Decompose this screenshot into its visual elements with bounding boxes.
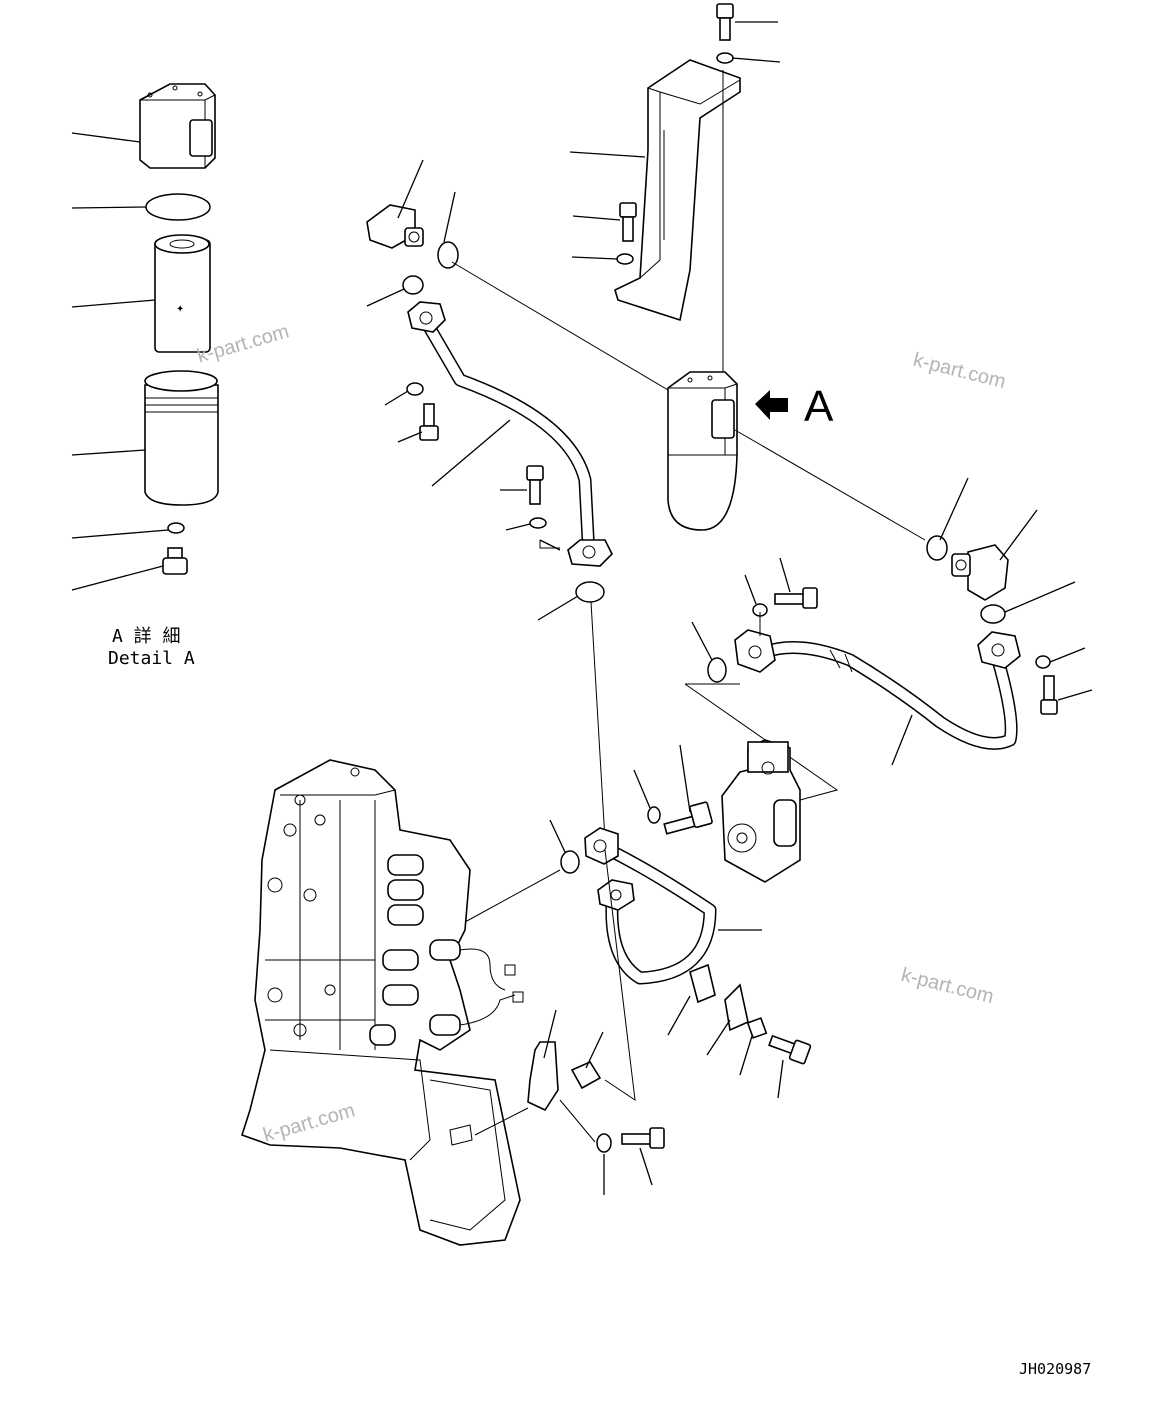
pipe-bolt bbox=[419, 403, 439, 441]
drain-plug bbox=[162, 547, 188, 575]
filter-bracket-assembly bbox=[569, 3, 788, 531]
upper-pipe-assembly bbox=[366, 159, 669, 841]
lower-pipe-flange bbox=[584, 827, 619, 865]
filter-case bbox=[144, 370, 219, 506]
lower-pipe-flange-2 bbox=[597, 879, 635, 911]
right-pipe-assembly bbox=[684, 429, 1093, 801]
right-bolt-2 bbox=[1040, 675, 1058, 715]
lower-pipe-assembly bbox=[464, 744, 812, 1195]
detail-a-label-jp: A 詳 細 bbox=[112, 626, 181, 647]
detail-a-exploded-filter: ✦ bbox=[71, 83, 219, 591]
bottom-washer bbox=[596, 1133, 612, 1153]
bracket-bolt bbox=[716, 3, 734, 41]
solenoid-stack bbox=[369, 854, 461, 1046]
filter-element: ✦ bbox=[154, 234, 211, 353]
o-ring-elbow bbox=[437, 241, 459, 269]
o-ring-flange-top bbox=[402, 275, 424, 295]
right-washer-2 bbox=[1035, 655, 1051, 669]
control-valve bbox=[721, 739, 801, 883]
bracket-washer bbox=[716, 52, 734, 64]
right-elbow-fitting bbox=[951, 544, 1009, 601]
bottom-bolt bbox=[621, 1127, 665, 1149]
o-ring-lower-2 bbox=[560, 850, 580, 874]
o-ring bbox=[145, 193, 211, 221]
o-ring-lower bbox=[575, 581, 605, 603]
right-pipe-flange-left bbox=[734, 629, 776, 673]
drawing-code: JH020987 bbox=[1019, 1360, 1092, 1378]
bracket-washer-2 bbox=[616, 253, 634, 265]
clamp-half bbox=[689, 963, 716, 1004]
svg-text:✦: ✦ bbox=[176, 304, 184, 315]
detail-a-label-en: Detail A bbox=[108, 648, 195, 669]
view-arrow bbox=[755, 390, 788, 420]
clamp-nut bbox=[746, 1017, 768, 1039]
pipe-washer bbox=[406, 382, 424, 396]
lower-bolt bbox=[663, 801, 713, 835]
flange-washer bbox=[529, 517, 547, 529]
view-letter-a: A bbox=[804, 382, 834, 431]
pipe-flange-bottom bbox=[567, 539, 613, 567]
pipe-flange-top bbox=[407, 301, 446, 333]
filter-head bbox=[139, 83, 216, 169]
bracket-clip bbox=[527, 1041, 559, 1112]
drain-washer bbox=[167, 522, 185, 534]
mounting-bracket bbox=[614, 59, 741, 322]
bracket-bolt-2 bbox=[619, 202, 637, 242]
o-ring-flange-right bbox=[707, 657, 727, 683]
lower-washer bbox=[647, 806, 661, 824]
clamp-bolt bbox=[768, 1034, 812, 1065]
clamp-clip bbox=[570, 1060, 602, 1090]
right-pipe-flange-right bbox=[977, 631, 1021, 669]
main-control-valve bbox=[241, 759, 529, 1246]
flange-bolt bbox=[526, 465, 544, 505]
o-ring-right bbox=[926, 535, 948, 561]
o-ring-right-2 bbox=[980, 604, 1006, 624]
filter-assembly bbox=[667, 371, 738, 531]
elbow-fitting bbox=[366, 204, 424, 249]
right-bolt bbox=[774, 587, 818, 609]
